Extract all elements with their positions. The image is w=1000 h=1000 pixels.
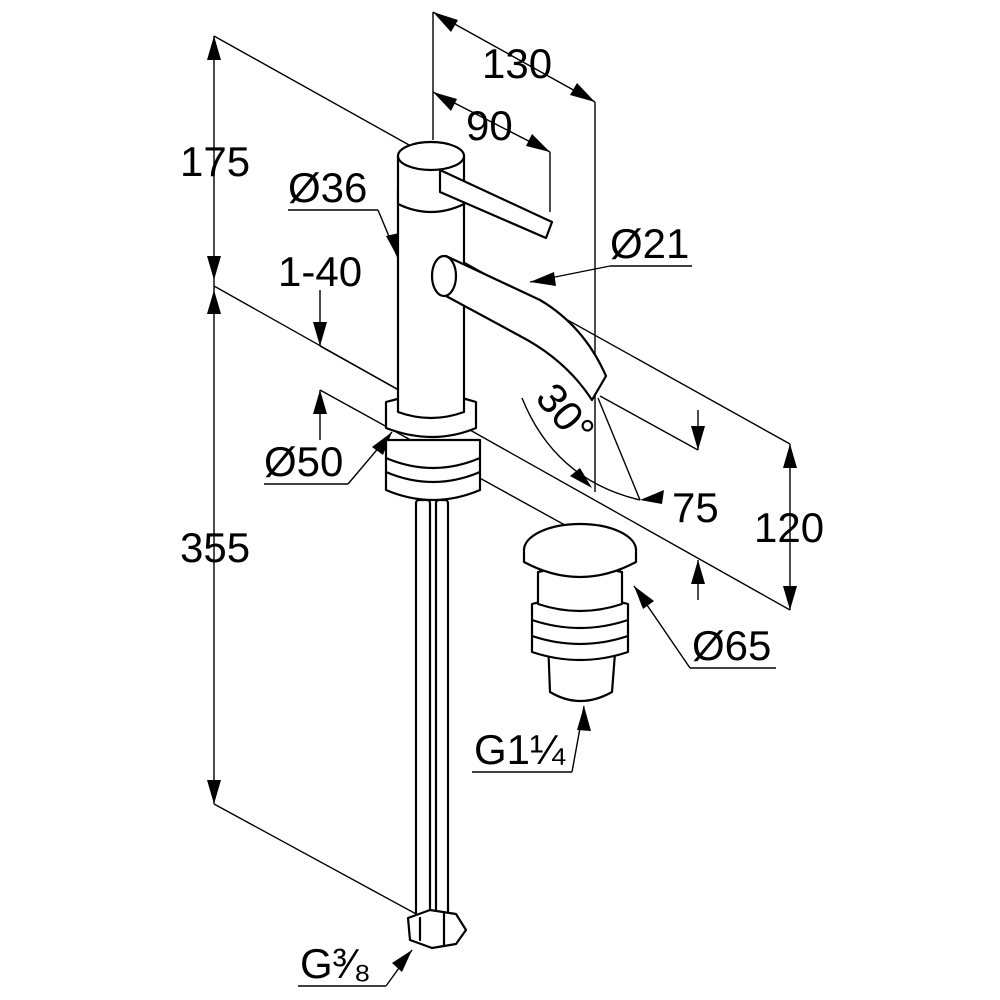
label-spout-diameter: Ø21 — [610, 220, 689, 267]
arrowheads — [207, 12, 797, 972]
body-cylinder — [396, 188, 466, 420]
label-waste-thread: G1¼ — [474, 726, 566, 773]
label-waste-diameter: Ø65 — [692, 622, 771, 669]
mounting-base — [384, 438, 482, 502]
label-outlet-height: 75 — [672, 484, 719, 531]
hose-nut — [406, 908, 468, 950]
label-height-top: 175 — [180, 138, 250, 185]
faucet — [384, 140, 608, 950]
lever-handle — [438, 168, 554, 240]
waste-drain — [522, 522, 638, 702]
label-reach-total: 130 — [482, 40, 552, 87]
label-side-height: 120 — [754, 504, 824, 551]
labels: 175 355 130 90 Ø36 Ø21 1-40 Ø50 30° 75 1… — [180, 40, 824, 987]
label-hose-thread: G³⁄₈ — [300, 940, 371, 987]
label-body-diameter: Ø36 — [288, 164, 367, 211]
label-height-total: 355 — [180, 524, 250, 571]
label-flange-diameter: Ø50 — [264, 438, 343, 485]
label-handle-reach: 90 — [466, 102, 513, 149]
label-counter-thickness: 1-40 — [278, 248, 362, 295]
supply-hose-2 — [434, 498, 450, 922]
supply-hose — [414, 498, 432, 922]
